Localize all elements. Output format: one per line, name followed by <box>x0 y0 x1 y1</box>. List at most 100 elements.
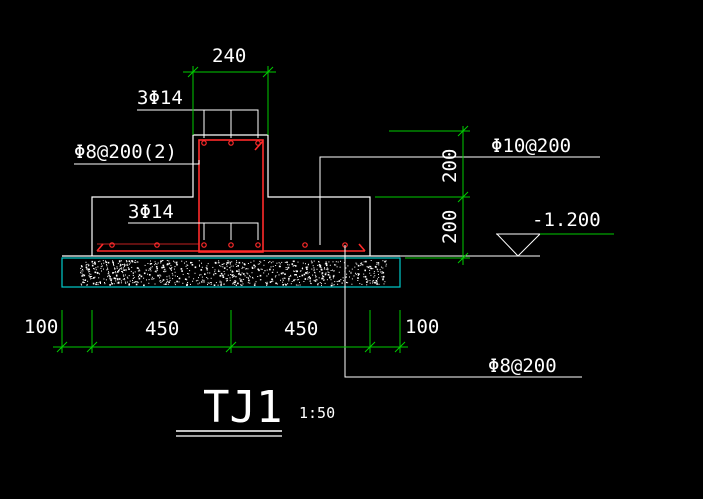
cushion-speckle <box>192 280 194 282</box>
cushion-speckle <box>325 264 328 267</box>
cushion-speckle <box>240 280 242 282</box>
cushion-speckle <box>97 282 99 284</box>
cushion-speckle <box>285 284 287 286</box>
cushion-speckle <box>82 269 84 270</box>
cushion-speckle <box>246 272 248 274</box>
cushion-speckle <box>215 273 217 275</box>
cushion-speckle <box>97 266 99 268</box>
cushion-speckle <box>295 284 297 286</box>
cushion-speckle <box>105 261 108 264</box>
cushion-speckle <box>353 275 355 277</box>
cushion-speckle <box>350 272 352 274</box>
cushion-speckle <box>321 272 324 274</box>
cushion-speckle <box>107 267 108 269</box>
cushion-speckle <box>376 282 378 284</box>
cushion-speckle <box>112 272 114 274</box>
cushion-speckle <box>96 272 98 274</box>
cushion-speckle <box>304 278 307 280</box>
cushion-speckle <box>302 267 303 269</box>
distribution-bar-dot <box>302 242 308 248</box>
cushion-speckle <box>310 260 312 262</box>
cushion-speckle <box>287 266 290 269</box>
cushion-speckle <box>259 274 262 277</box>
cushion-speckle <box>123 269 125 271</box>
cushion-speckle <box>335 264 337 266</box>
cushion-speckle <box>337 261 339 263</box>
cushion-speckle <box>339 266 341 268</box>
cushion-speckle <box>325 262 327 265</box>
cushion-speckle <box>120 267 122 269</box>
cushion-speckle <box>259 260 261 262</box>
cushion-speckle <box>198 277 199 279</box>
cushion-speckle <box>322 275 323 277</box>
cushion-speckle <box>113 264 114 265</box>
cushion-speckle <box>357 264 360 267</box>
cushion-speckle <box>189 270 191 272</box>
cushion-speckle <box>223 283 225 285</box>
cushion-speckle <box>318 277 320 279</box>
cushion-speckle <box>382 267 384 269</box>
cushion-speckle <box>354 266 356 268</box>
cushion-speckle <box>175 262 178 264</box>
cushion-speckle <box>161 266 163 269</box>
cushion-speckle <box>291 281 293 282</box>
cushion-speckle <box>253 264 255 267</box>
cushion-speckle <box>218 262 220 264</box>
cushion-speckle <box>266 284 268 286</box>
cushion-speckle <box>194 266 197 269</box>
cushion-speckle <box>102 260 104 262</box>
cushion-speckle <box>134 281 136 283</box>
cushion-speckle <box>347 265 349 267</box>
cushion-speckle <box>154 264 156 266</box>
dim-tick <box>86 341 98 353</box>
cushion-speckle <box>223 263 225 265</box>
cushion-speckle <box>172 278 174 280</box>
cushion-speckle <box>88 275 90 277</box>
cushion-speckle <box>332 275 335 278</box>
cushion-speckle <box>236 266 238 267</box>
cushion-speckle <box>119 265 121 267</box>
cushion-speckle <box>174 261 176 263</box>
cushion-speckle <box>193 278 195 280</box>
cushion-speckle <box>314 271 315 273</box>
cushion-speckle <box>154 271 156 273</box>
cushion-speckle <box>369 280 371 282</box>
cushion-speckle <box>257 276 259 277</box>
cushion-speckle <box>153 278 155 280</box>
cushion-speckle <box>94 276 96 278</box>
cushion-speckle <box>97 284 99 286</box>
cushion-speckle <box>117 279 119 281</box>
cushion-speckle <box>332 261 334 263</box>
cushion-speckle <box>97 261 99 263</box>
cushion-speckle <box>164 271 166 273</box>
cushion-speckle <box>357 277 359 279</box>
cushion-speckle <box>219 265 221 267</box>
cushion-speckle <box>241 272 243 274</box>
cushion-speckle <box>271 278 273 281</box>
cushion-speckle <box>161 280 163 282</box>
cushion-speckle <box>226 262 228 264</box>
cushion-speckle <box>290 275 292 277</box>
cushion-speckle <box>282 278 284 280</box>
cushion-speckle <box>251 267 254 269</box>
dimension-lines <box>53 66 614 353</box>
cushion-speckle <box>275 282 277 285</box>
cushion-speckle <box>242 283 244 285</box>
cushion-speckle <box>263 260 265 261</box>
cushion-speckle <box>105 260 106 262</box>
cushion-speckle <box>265 282 267 284</box>
cushion-speckle <box>221 263 223 265</box>
cushion-speckle <box>121 268 123 270</box>
cushion-speckle <box>381 271 383 273</box>
cushion-speckle <box>103 262 105 264</box>
middle-bar-dot <box>228 242 234 248</box>
cushion-speckle <box>348 270 350 272</box>
cushion-speckle <box>89 270 91 272</box>
cushion-speckle <box>296 279 298 281</box>
cushion-speckle <box>101 270 102 272</box>
cushion-speckle <box>230 265 232 267</box>
cushion-speckle <box>107 261 110 264</box>
cushion-speckle <box>226 263 228 265</box>
cushion-speckle <box>372 282 374 284</box>
cushion-speckle <box>232 275 234 277</box>
